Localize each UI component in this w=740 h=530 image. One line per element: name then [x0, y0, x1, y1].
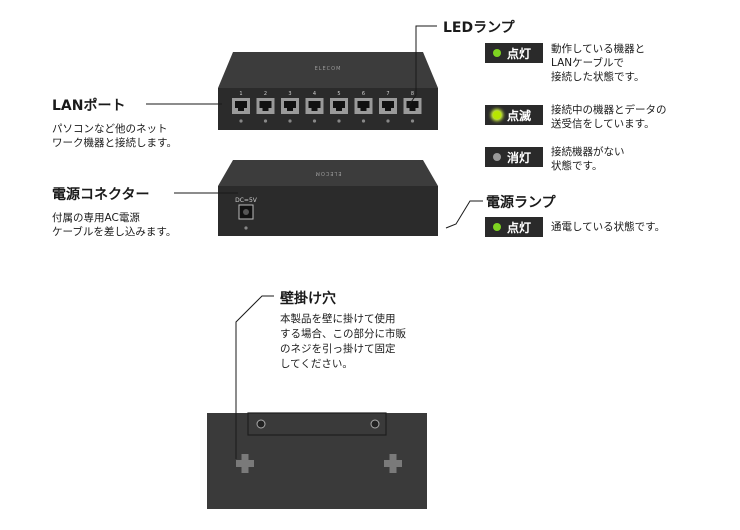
leader-line-led	[406, 25, 437, 109]
leader-line-wall-mount	[235, 295, 274, 459]
power-connector-title: 電源コネクター	[52, 187, 150, 203]
switch-back-view: ELECOM DC=5V	[218, 160, 438, 236]
green-dot-icon	[493, 223, 501, 231]
port-number-1: 1	[239, 91, 242, 97]
lan-port-5: 5	[330, 91, 348, 123]
led-lamp-title: LEDランプ	[443, 20, 515, 36]
gray-dot-icon	[493, 153, 501, 161]
green-dot-icon	[493, 49, 501, 57]
mount-bracket	[247, 412, 387, 436]
port-led-1	[239, 119, 243, 123]
switch-back-panel	[218, 186, 438, 236]
port-led-4	[312, 119, 317, 123]
power-lamp-on-desc: 通電している状態です。	[551, 221, 666, 233]
lan-port-7: 7	[379, 91, 397, 123]
switch-front-view: ELECOM 1 2 3 4 5 6 7 8	[218, 52, 438, 130]
lan-port-3: 3	[281, 91, 299, 123]
lan-port-title: LANポート	[52, 98, 126, 114]
mount-screw-left	[256, 419, 266, 429]
brand-logo-back: ELECOM	[315, 170, 342, 176]
power-connector-desc: 付属の専用AC電源 ケーブルを差し込みます。	[52, 212, 177, 238]
port-number-2: 2	[264, 91, 267, 97]
lan-port-4: 4	[305, 91, 324, 123]
wall-mount-hole-right	[384, 454, 402, 473]
wall-mount-hole-left	[236, 454, 254, 473]
dc-label: DC=5V	[235, 197, 258, 204]
lan-port-desc: パソコンなど他のネット ワーク機器と接続します。	[52, 123, 177, 149]
port-number-5: 5	[337, 91, 340, 97]
port-led-8	[410, 119, 415, 123]
lan-port-2: 2	[256, 91, 275, 123]
port-number-3: 3	[288, 91, 291, 97]
lan-port-6: 6	[354, 91, 373, 123]
power-lamp-title: 電源ランプ	[486, 195, 556, 211]
switch-front-panel	[218, 88, 438, 130]
led-state-blink-badge: 点滅	[485, 105, 543, 125]
blinking-dot-icon	[493, 111, 501, 119]
led-state-on-desc: 動作している機器と LANケーブルで 接続した状態です。	[551, 43, 646, 83]
port-number-8: 8	[411, 91, 414, 97]
port-number-4: 4	[313, 91, 316, 97]
brand-logo-top: ELECOM	[315, 66, 342, 72]
port-led-3	[288, 119, 292, 123]
wall-mount-desc: 本製品を壁に掛けて使用 する場合、この部分に市販 のネジを引っ掛けて固定 してく…	[280, 313, 406, 370]
lan-port-1: 1	[232, 91, 250, 123]
power-connector-pin	[243, 209, 249, 215]
port-led-7	[386, 119, 390, 123]
power-led	[244, 226, 248, 230]
led-state-blink-label: 点滅	[507, 108, 532, 123]
port-number-6: 6	[362, 91, 365, 97]
lan-port-8: 8	[403, 91, 422, 123]
port-led-6	[361, 119, 366, 123]
switch-top-surface	[218, 52, 438, 88]
leader-line-power-lamp	[445, 200, 483, 229]
led-state-on-label: 点灯	[507, 46, 532, 61]
led-state-off-desc: 接続機器がない 状態です。	[551, 146, 625, 172]
wall-mount-title: 壁掛け穴	[280, 291, 336, 307]
switch-back-top	[218, 160, 438, 186]
led-state-on-badge: 点灯	[485, 43, 543, 63]
port-led-2	[263, 119, 268, 123]
power-lamp-on-badge: 点灯	[485, 217, 543, 237]
mount-screw-right	[370, 419, 380, 429]
switch-bottom-view	[207, 412, 427, 509]
port-led-5	[337, 119, 341, 123]
led-state-blink-desc: 接続中の機器とデータの 送受信をしています。	[551, 104, 667, 130]
port-number-7: 7	[386, 91, 389, 97]
led-state-off-label: 消灯	[507, 150, 532, 165]
power-lamp-on-label: 点灯	[507, 220, 532, 235]
led-state-off-badge: 消灯	[485, 147, 543, 167]
